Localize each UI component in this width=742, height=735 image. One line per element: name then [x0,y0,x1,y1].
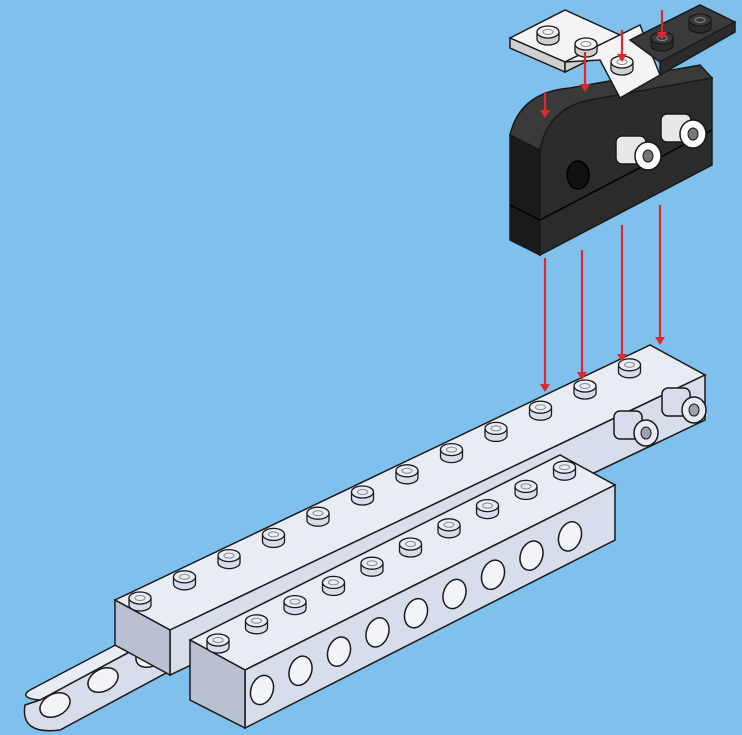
stud [530,401,552,420]
stud [574,380,596,399]
stud [263,528,285,547]
stud [307,507,329,526]
stud [396,465,418,484]
stud [689,14,711,33]
stud [207,634,229,653]
stud [361,557,383,576]
stud [246,615,268,634]
stud [441,444,463,463]
stud [284,596,306,615]
stud [554,461,576,480]
stud [477,500,499,519]
stud [537,26,559,45]
stud [174,571,196,590]
stud [515,480,537,499]
stud [218,550,240,569]
stud [323,576,345,595]
stud [400,538,422,557]
stud [485,422,507,441]
stud [352,486,374,505]
stud [438,519,460,538]
stud [129,592,151,611]
